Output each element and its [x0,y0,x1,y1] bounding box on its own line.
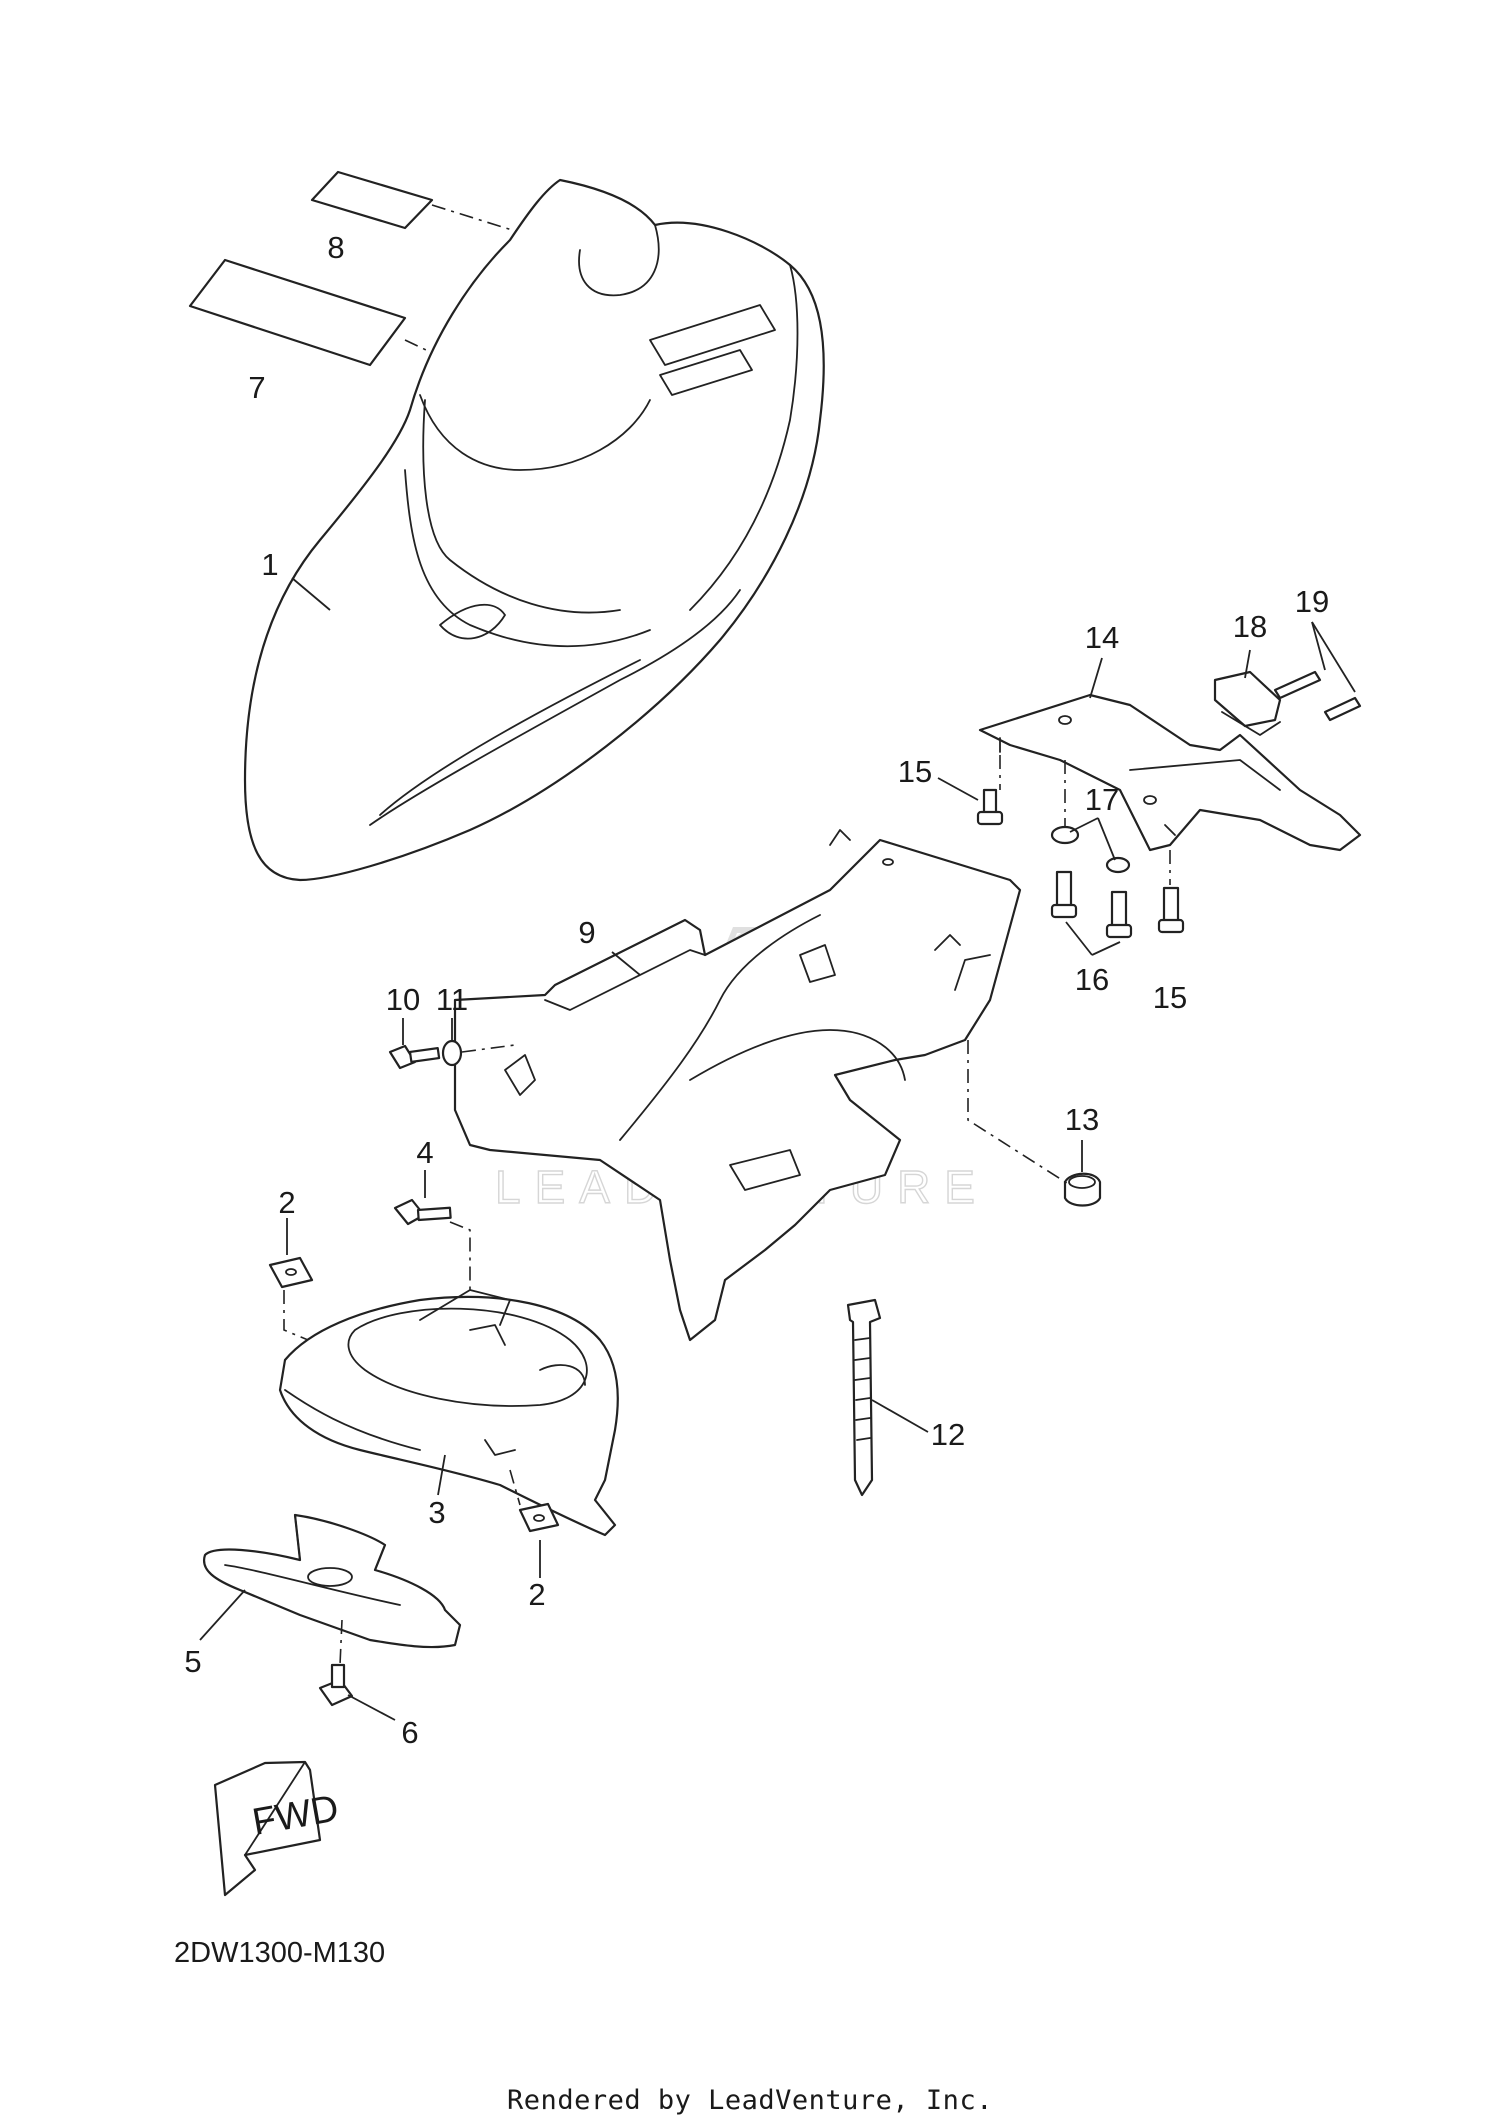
callout-6[interactable]: 6 [401,1715,418,1750]
callout-9[interactable]: 9 [578,915,595,950]
part-11-washer[interactable] [441,1018,516,1067]
part-10-bolt[interactable] [388,1018,441,1070]
callout-18[interactable]: 18 [1233,609,1267,644]
part-1-front-cowl[interactable] [243,178,825,882]
part-9-inner-cover[interactable] [453,829,1022,1342]
callout-8[interactable]: 8 [327,230,344,265]
callout-2[interactable]: 2 [278,1185,295,1220]
part-18-clip[interactable] [1213,649,1282,736]
part-15-bolt-upper[interactable] [937,755,1004,826]
callout-10[interactable]: 10 [386,982,420,1017]
callout-15[interactable]: 15 [898,754,932,789]
fwd-direction-arrow: FWD [213,1760,342,1897]
callout-1[interactable]: 1 [261,547,278,582]
part-5-bracket-plate[interactable] [199,1513,462,1649]
part-14-bracket[interactable] [978,657,1362,852]
callout-3[interactable]: 3 [428,1495,445,1530]
part-16-bolts[interactable] [1050,870,1133,956]
callout-13[interactable]: 13 [1065,1102,1099,1137]
diagram-code: 2DW1300-M130 [174,1937,386,1969]
part-6-bolt[interactable] [318,1619,396,1721]
part-4-bolt[interactable] [393,1170,471,1290]
callout-2[interactable]: 2 [528,1577,545,1612]
callout-15[interactable]: 15 [1153,980,1187,1015]
callout-7[interactable]: 7 [248,370,265,405]
part-2-clip-lower[interactable] [509,1469,560,1578]
part-17-washers[interactable] [1050,760,1131,874]
callout-17[interactable]: 17 [1085,782,1119,817]
callout-19[interactable]: 19 [1295,584,1329,619]
callout-labels: 1 2 2 3 4 5 6 7 8 9 10 11 12 13 14 15 15… [184,230,1329,1750]
part-19-screws[interactable] [1273,621,1362,722]
part-15-bolt-lower[interactable] [1157,850,1185,934]
part-13-nut[interactable] [967,1040,1102,1207]
part-3-lower-cover[interactable] [278,1289,619,1537]
callout-5[interactable]: 5 [184,1644,201,1679]
render-credit: Rendered by LeadVenture, Inc. [507,2085,993,2116]
callout-14[interactable]: 14 [1085,620,1119,655]
callout-16[interactable]: 16 [1075,962,1109,997]
callout-12[interactable]: 12 [931,1417,965,1452]
part-2-clip-upper[interactable] [268,1218,321,1346]
callout-4[interactable]: 4 [416,1135,433,1170]
callout-11[interactable]: 11 [436,982,468,1017]
part-12-cable-tie[interactable] [846,1298,929,1497]
